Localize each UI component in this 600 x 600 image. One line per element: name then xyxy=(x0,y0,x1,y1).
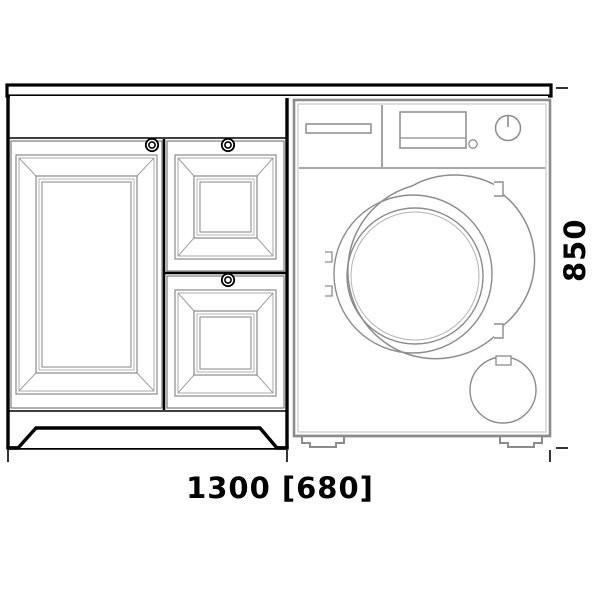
pump-filter-cap-body xyxy=(469,356,537,424)
upper-drawer-outer-frame-inner xyxy=(177,157,274,257)
door-knob-inner-ring xyxy=(148,141,156,149)
door-miter-tr xyxy=(136,157,155,177)
pump-filter-cap[interactable] xyxy=(469,355,537,424)
door-panel-outer-frame xyxy=(15,154,158,395)
lower-drawer-inner-frame-inner xyxy=(196,313,255,373)
upper-drawer-center-field xyxy=(199,181,252,233)
height-dimension-label: 850 xyxy=(558,218,592,282)
cabinet-plinth-ends xyxy=(6,446,289,448)
washer-door-hinge-upper xyxy=(325,251,333,263)
indicator-light xyxy=(468,139,478,149)
door-panel-center-field xyxy=(41,181,132,368)
lower-drawer[interactable] xyxy=(166,272,285,409)
cabinet-plinth xyxy=(8,426,287,450)
door-panel-inner-frame-inner xyxy=(38,178,135,371)
washer-door-handle-top xyxy=(494,181,504,197)
washer-door-inner-ring xyxy=(346,207,484,345)
detergent-drawer-handle[interactable] xyxy=(305,123,372,134)
door-miter-bl xyxy=(18,372,37,392)
lower-drawer-miter-tr xyxy=(256,292,274,312)
pump-filter-cap-tab xyxy=(495,355,512,366)
control-panel xyxy=(305,105,522,167)
lower-drawer-miter-br xyxy=(256,374,274,394)
upper-drawer[interactable] xyxy=(166,137,285,272)
upper-drawer-miter-br xyxy=(256,237,274,257)
washer-door-glass xyxy=(350,211,480,341)
lower-drawer-outer-frame xyxy=(174,289,277,397)
display-screen-frame xyxy=(399,111,467,149)
countertop xyxy=(5,83,553,98)
vanity-cabinet xyxy=(6,84,289,450)
program-dial-body xyxy=(494,114,522,142)
upper-drawer-knob[interactable] xyxy=(220,137,236,153)
door-miter-tl xyxy=(18,157,37,177)
front-load-washing-machine xyxy=(292,98,552,448)
upper-drawer-inner-frame xyxy=(193,175,258,239)
upper-drawer-miter-bl xyxy=(177,237,195,257)
lower-drawer-outer-frame-inner xyxy=(177,292,274,394)
upper-drawer-knob-inner-ring xyxy=(224,141,232,149)
washer-door[interactable] xyxy=(325,174,536,360)
left-cabinet-door[interactable] xyxy=(10,137,163,409)
width-dimension-label: 1300 [680] xyxy=(186,471,374,505)
washer-door-hinge-lower xyxy=(325,285,333,297)
lower-drawer-inner-frame xyxy=(193,310,258,376)
washer-door-handle-bottom xyxy=(494,323,504,339)
door-miter-br xyxy=(136,372,155,392)
washer-foot-right xyxy=(499,436,543,448)
washer-foot-left xyxy=(301,436,345,448)
washer-body-inner-edge xyxy=(297,103,547,433)
lower-drawer-miter-tl xyxy=(177,292,195,312)
countertop-slab xyxy=(5,83,553,98)
lower-drawer-knob[interactable] xyxy=(220,272,236,288)
lower-drawer-center-field xyxy=(199,316,252,370)
lower-drawer-miter-bl xyxy=(177,374,195,394)
door-panel-outer-frame-inner xyxy=(18,157,155,392)
dimension-marks xyxy=(7,87,568,462)
lower-drawer-knob-inner-ring xyxy=(224,276,232,284)
upper-drawer-outer-frame xyxy=(174,154,277,260)
upper-drawer-miter-tl xyxy=(177,157,195,177)
door-panel-inner-frame xyxy=(35,175,138,374)
program-selector-dial[interactable] xyxy=(494,114,522,142)
door-knob[interactable] xyxy=(144,137,160,153)
washer-door-mid-ring xyxy=(333,194,493,354)
display-screen[interactable] xyxy=(399,111,467,149)
upper-drawer-miter-tr xyxy=(256,157,274,177)
upper-drawer-inner-frame-inner xyxy=(196,178,255,236)
